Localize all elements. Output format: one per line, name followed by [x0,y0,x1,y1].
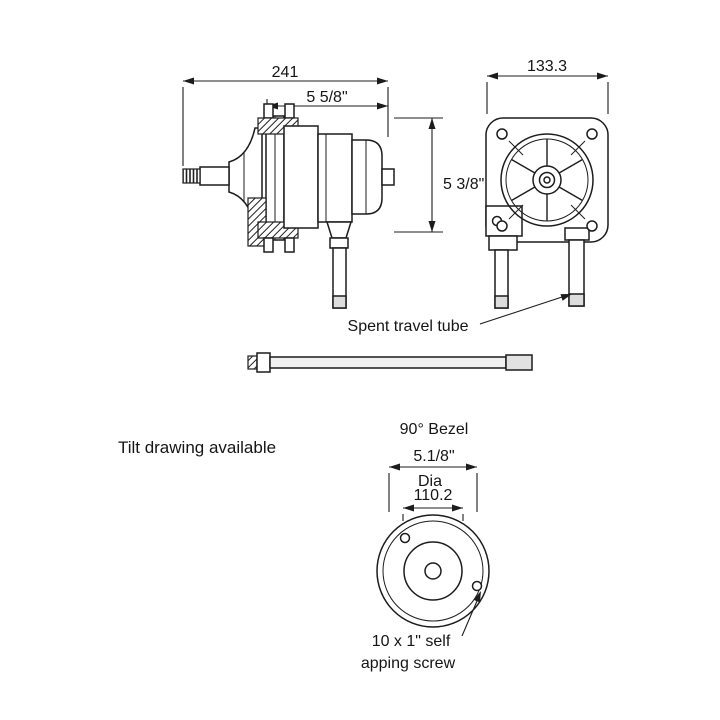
threaded-shaft-end [182,168,201,184]
bezel-drawing [376,514,490,628]
bezel-dia-in-label: 5.1/8" [413,448,454,465]
screw-note-line2: apping screw [361,655,456,672]
dim-5-5-8-label: 5 5/8" [306,89,347,106]
dim-133-3-label: 133.3 [527,58,567,75]
spent-travel-tube-label: Spent travel tube [348,318,469,335]
dim-5-3-8-label: 5 3/8" [443,176,484,193]
tilt-note: Tilt drawing available [118,438,276,457]
dimension-overall-width: 241 [182,64,389,166]
helm-front-view [485,117,609,309]
bezel-dimensions: 90° Bezel 5.1/8" Dia 110.2 [388,421,478,521]
screw-note-line1: 10 x 1" self [372,633,451,650]
dimension-helm-height: 5 3/8" [394,117,484,233]
helm-side-view [182,103,395,309]
dim-241-label: 241 [272,64,299,81]
screw-note: 10 x 1" self apping screw [361,591,481,672]
dimension-helm-width: 133.3 [486,58,609,114]
spent-travel-tube-drawing [247,352,533,373]
dia-label: Dia [418,473,442,490]
spent-travel-tube-callout: Spent travel tube [348,294,572,335]
tilt-drawing-label: Tilt drawing available [118,438,276,457]
bezel-dia-mm-label: 110.2 [414,487,453,504]
bezel-title: 90° Bezel [400,421,469,438]
bezel-screw-hole-right [471,580,483,592]
bezel-screw-hole-left [399,532,411,544]
